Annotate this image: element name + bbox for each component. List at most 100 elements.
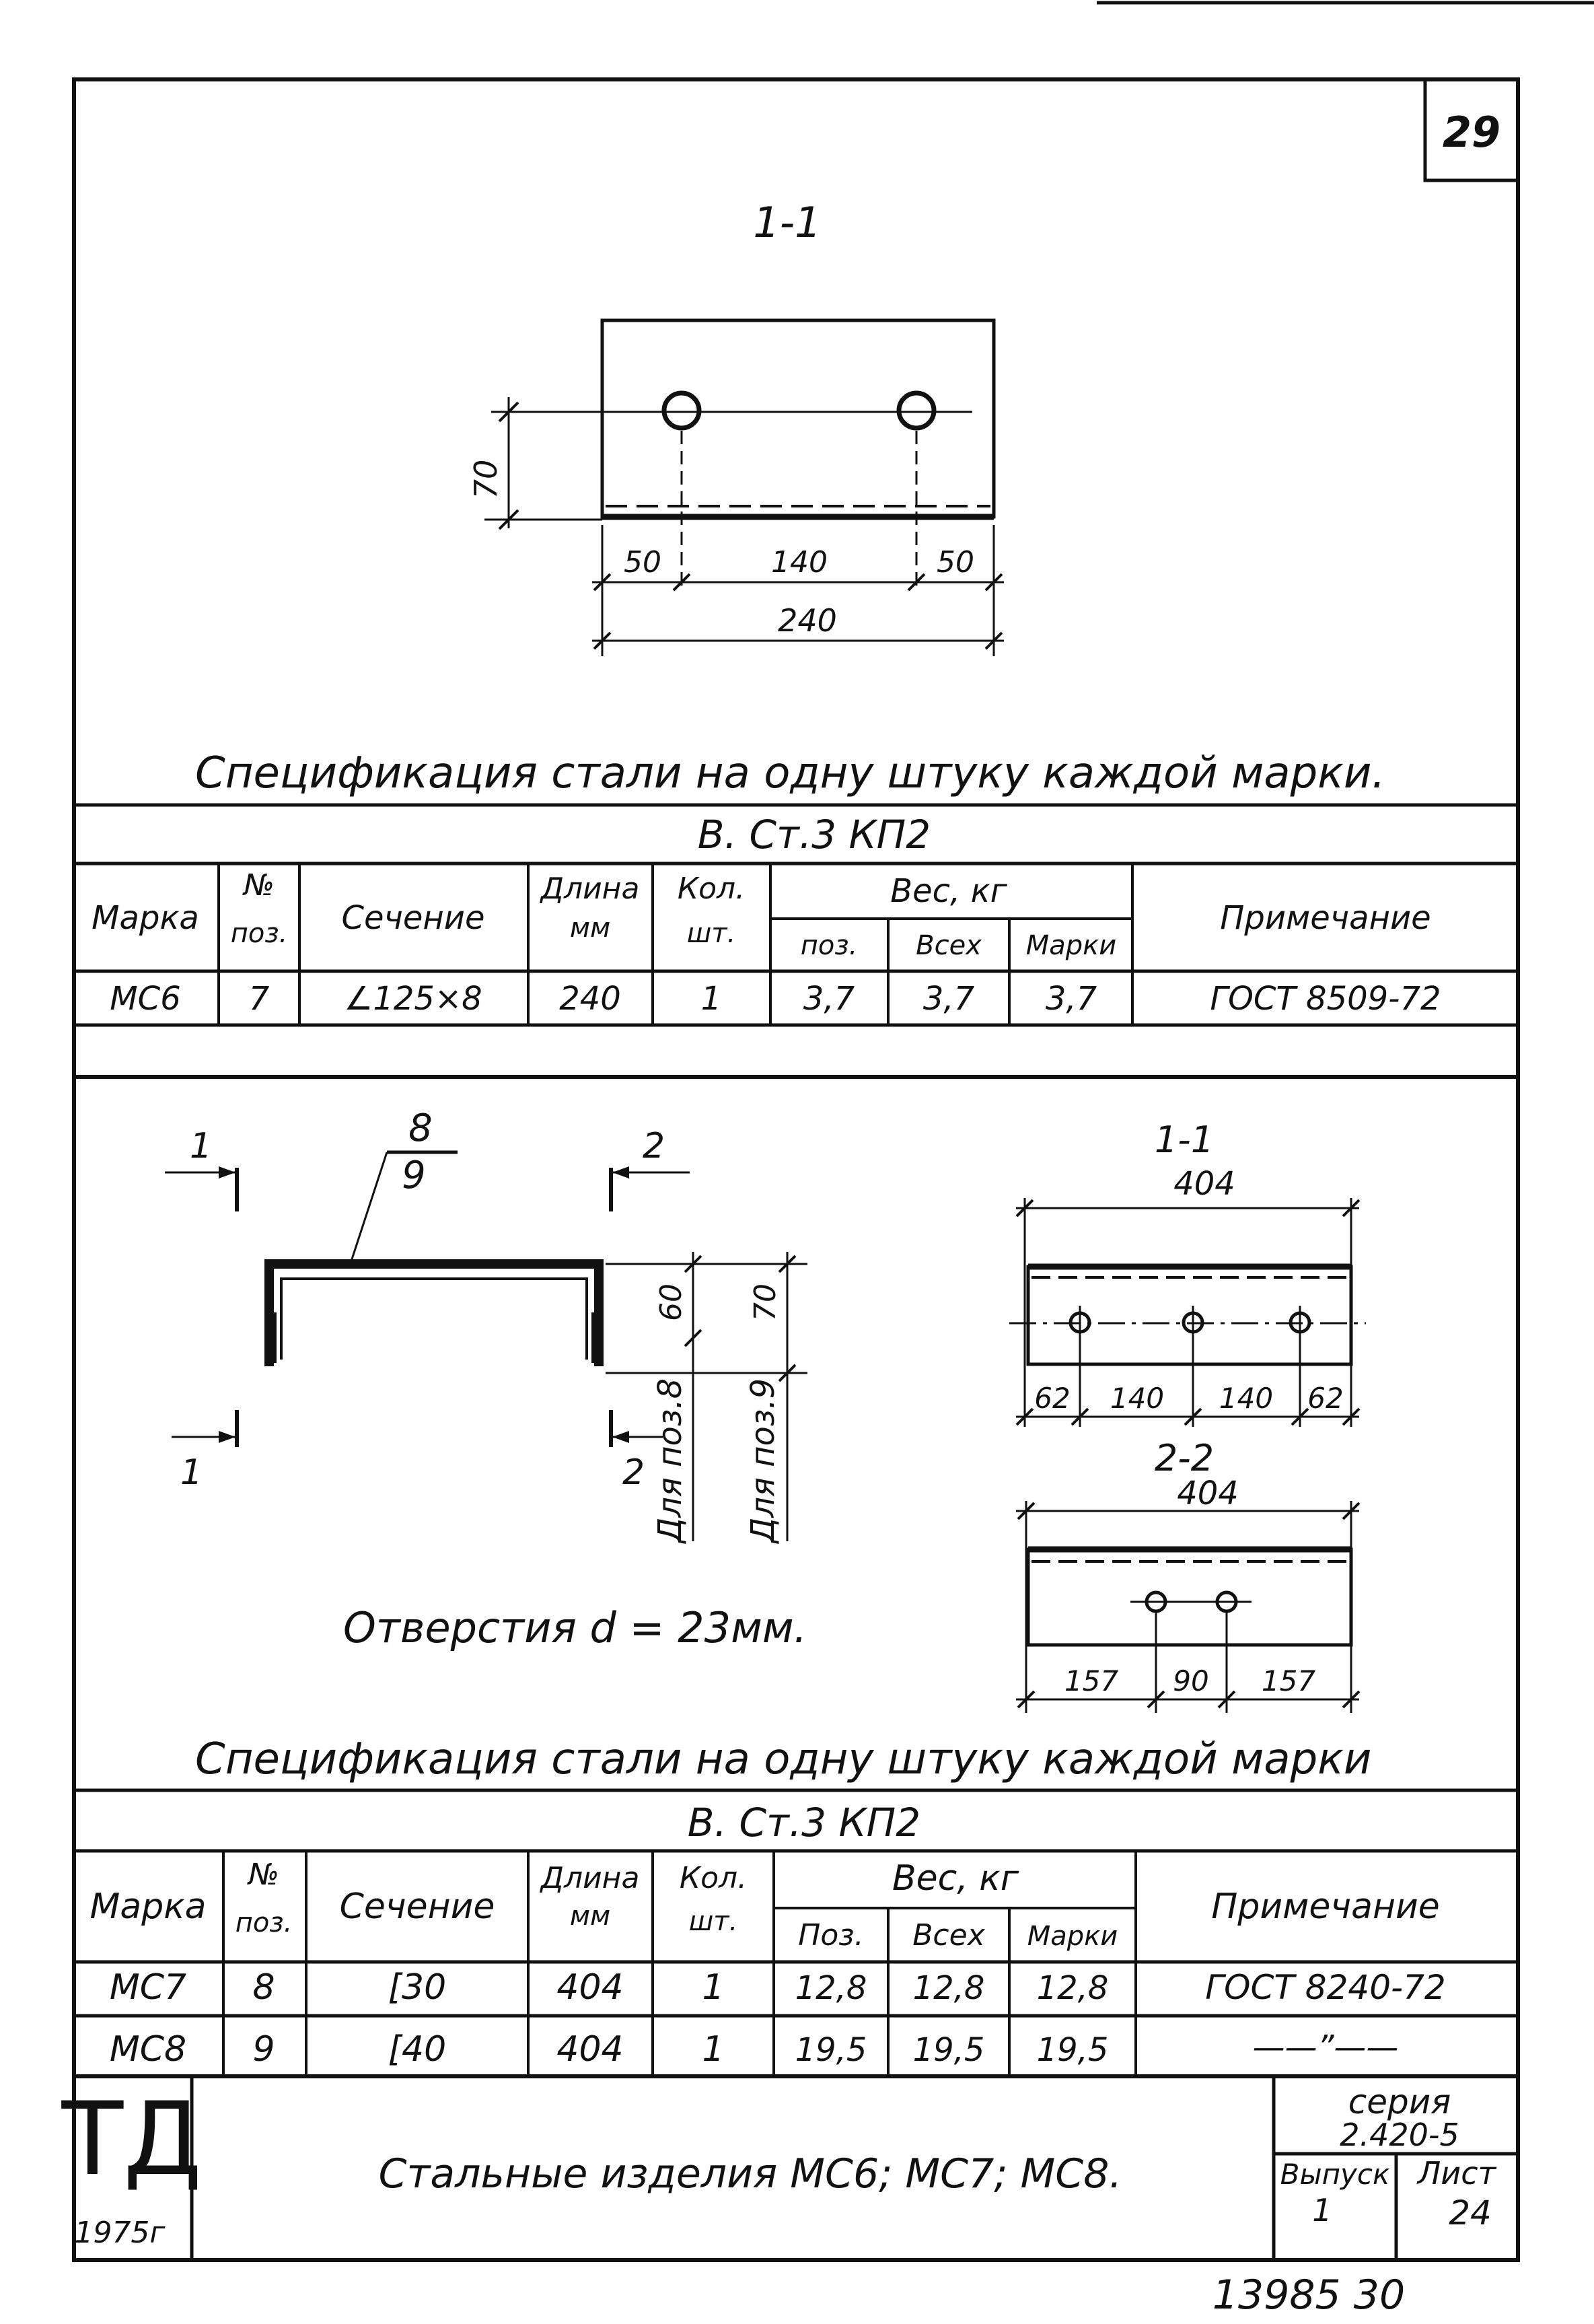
top-drawing: 1-1 70 50 140 50 240	[468, 198, 1004, 656]
cut-label-1-top: 1	[190, 1126, 212, 1166]
cell-wall: 3,7	[923, 980, 975, 1018]
dim-140-b: 140	[1219, 1382, 1273, 1415]
dim-157-left: 157	[1064, 1664, 1118, 1697]
bottom-number: 13985 30	[1212, 2272, 1405, 2319]
spec2-h-length-bottom: мм	[570, 1901, 610, 1932]
dim-60: 60	[654, 1283, 688, 1321]
cell-pos: 9	[252, 2029, 275, 2070]
sheet-value: 24	[1449, 2193, 1492, 2232]
cell-wpos: 12,8	[795, 1969, 867, 2007]
cell-wmark: 3,7	[1046, 980, 1097, 1018]
dim-140-top: 140	[771, 545, 828, 579]
cell-wmark: 19,5	[1037, 2031, 1109, 2069]
dim-62-right: 62	[1307, 1382, 1343, 1415]
cell-wall: 19,5	[913, 2031, 985, 2069]
dim-157-right: 157	[1262, 1664, 1315, 1697]
spec2-h-pos-top: №	[246, 1858, 279, 1892]
sheet-label: Лист	[1416, 2155, 1497, 2191]
sheet-number-box: 29	[1423, 77, 1520, 182]
section-label-1-1-mid: 1-1	[1155, 1119, 1214, 1161]
cell-wall: 12,8	[913, 1969, 985, 2007]
spec1-h-pos-top: №	[242, 868, 275, 903]
holes-note: Отверстия d = 23мм.	[343, 1603, 807, 1652]
spec1-h-wpos: поз.	[801, 930, 858, 961]
dim-404-b: 404	[1177, 1475, 1239, 1512]
spec2-h-note: Примечание	[1211, 1887, 1440, 1927]
spec2-h-mark: Марка	[89, 1887, 206, 1927]
spec2-h-qty-bottom: шт.	[689, 1906, 738, 1937]
cut-label-2-bottom: 2	[622, 1452, 645, 1493]
dim-404-a: 404	[1173, 1165, 1235, 1203]
cell-note: ГОСТ 8509-72	[1210, 980, 1441, 1018]
title-block: ТД 1975г Стальные изделия МС6; МС7; МС8.…	[61, 2076, 1518, 2260]
spec2-h-wpos: Поз.	[798, 1918, 863, 1952]
spec2-h-wall: Всех	[912, 1918, 985, 1952]
spec1-h-length-top: Длина	[540, 872, 640, 906]
spec-table-1: Спецификация стали на одну штуку каждой …	[74, 748, 1518, 1079]
cell-pos: 8	[252, 1967, 275, 2008]
section-label-2-2: 2-2	[1155, 1437, 1214, 1479]
series-value: 2.420-5	[1340, 2117, 1459, 2153]
hole-left	[661, 390, 702, 431]
spec1-h-length-bottom: мм	[570, 913, 610, 944]
cell-length: 240	[559, 980, 621, 1018]
issue-value: 1	[1312, 2192, 1332, 2228]
spec1-title: Спецификация стали на одну штуку каждой …	[195, 748, 1385, 798]
cell-qty: 1	[702, 2029, 724, 2070]
leader-9: 9	[402, 1154, 426, 1197]
cell-wpos: 3,7	[803, 980, 855, 1018]
dim-50-right: 50	[937, 545, 974, 579]
cell-mark: МС6	[110, 980, 180, 1018]
dim-62-left: 62	[1034, 1382, 1070, 1415]
spec2-h-section: Сечение	[340, 1887, 495, 1927]
leader-8: 8	[408, 1106, 433, 1150]
logo-td: ТД	[61, 2081, 203, 2198]
spec2-steel: В. Ст.3 КП2	[688, 1800, 920, 1845]
spec2-h-qty-top: Кол.	[680, 1861, 747, 1895]
spec2-h-wmark: Марки	[1027, 1921, 1118, 1952]
year: 1975г	[74, 2216, 166, 2250]
cell-qty: 1	[701, 980, 722, 1018]
cell-section: ∠125×8	[344, 980, 482, 1018]
hole-22-b	[1215, 1590, 1238, 1613]
hole-right	[896, 390, 937, 431]
section-label-1-1: 1-1	[753, 198, 821, 247]
spec1-h-pos-bottom: поз.	[231, 918, 288, 949]
issue-label: Выпуск	[1280, 2158, 1390, 2191]
cell-section: [40	[388, 2029, 446, 2070]
cut-label-2-top: 2	[643, 1126, 665, 1166]
table-row: МС8 9 [40 404 1 19,5 19,5 19,5 ——”——	[110, 2029, 1399, 2070]
cell-mark: МС8	[110, 2029, 186, 2070]
sheet-frame	[72, 77, 1520, 2262]
dim-70-top: 70	[468, 460, 504, 499]
spec1-h-qty-top: Кол.	[678, 872, 745, 906]
spec2-h-length-top: Длина	[540, 1861, 640, 1895]
table-row: МС6 7 ∠125×8 240 1 3,7 3,7 3,7 ГОСТ 8509…	[110, 980, 1441, 1018]
cell-note: ——”——	[1253, 2029, 1399, 2066]
cell-qty: 1	[702, 1967, 724, 2008]
hole-22-a	[1145, 1590, 1167, 1613]
for-pos-9: Для поз.9	[744, 1378, 782, 1544]
cell-length: 404	[556, 2029, 623, 2070]
cell-section: [30	[388, 1967, 446, 2008]
spec1-h-section: Сечение	[341, 899, 484, 937]
dim-90: 90	[1173, 1664, 1208, 1697]
spec1-steel: В. Ст.3 КП2	[698, 812, 931, 857]
spec2-h-weight: Вес, кг	[892, 1858, 1019, 1899]
spec1-h-wmark: Марки	[1026, 930, 1117, 961]
sheet-corner-number: 29	[1443, 108, 1500, 157]
document-title: Стальные изделия МС6; МС7; МС8.	[379, 2150, 1122, 2197]
spec1-h-note: Примечание	[1220, 899, 1430, 937]
for-pos-8: Для поз.8	[651, 1378, 689, 1544]
dim-240: 240	[778, 602, 837, 639]
cut-label-1-bottom: 1	[180, 1452, 203, 1493]
dim-70-mid: 70	[748, 1283, 783, 1321]
dim-50-left: 50	[624, 545, 661, 579]
spec2-h-pos-bottom: поз.	[236, 1907, 293, 1938]
spec1-h-qty-bottom: шт.	[687, 918, 736, 949]
spec1-h-wall: Всех	[916, 930, 982, 961]
channel-drawing: 1 2 1 2 8 9 60 70 Для поз.8 Дл	[165, 1106, 1366, 1713]
cell-wpos: 19,5	[795, 2031, 867, 2069]
dim-140-a: 140	[1110, 1382, 1164, 1415]
